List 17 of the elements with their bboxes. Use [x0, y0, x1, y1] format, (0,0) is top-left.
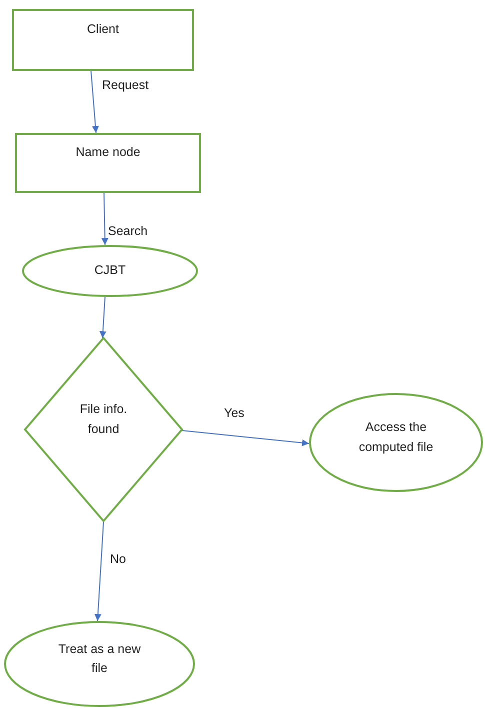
node-label: Access the computed file [358, 419, 434, 456]
arrow [101, 192, 108, 246]
edge-label: Request [102, 78, 149, 92]
node-label: File info. found [78, 401, 128, 438]
node-label: CJBT [94, 262, 126, 280]
node-label: Treat as a new file [57, 640, 142, 677]
process-box [15, 133, 201, 193]
edge-label: Yes [224, 406, 244, 420]
arrow [94, 522, 104, 622]
edge-label: Search [108, 224, 148, 238]
process-box [12, 9, 194, 71]
node-label: Client [87, 21, 119, 38]
arrow [182, 430, 310, 446]
edge-label: No [110, 552, 126, 566]
node-label: Name node [76, 144, 140, 162]
arrow [99, 296, 106, 339]
arrow [90, 70, 99, 134]
